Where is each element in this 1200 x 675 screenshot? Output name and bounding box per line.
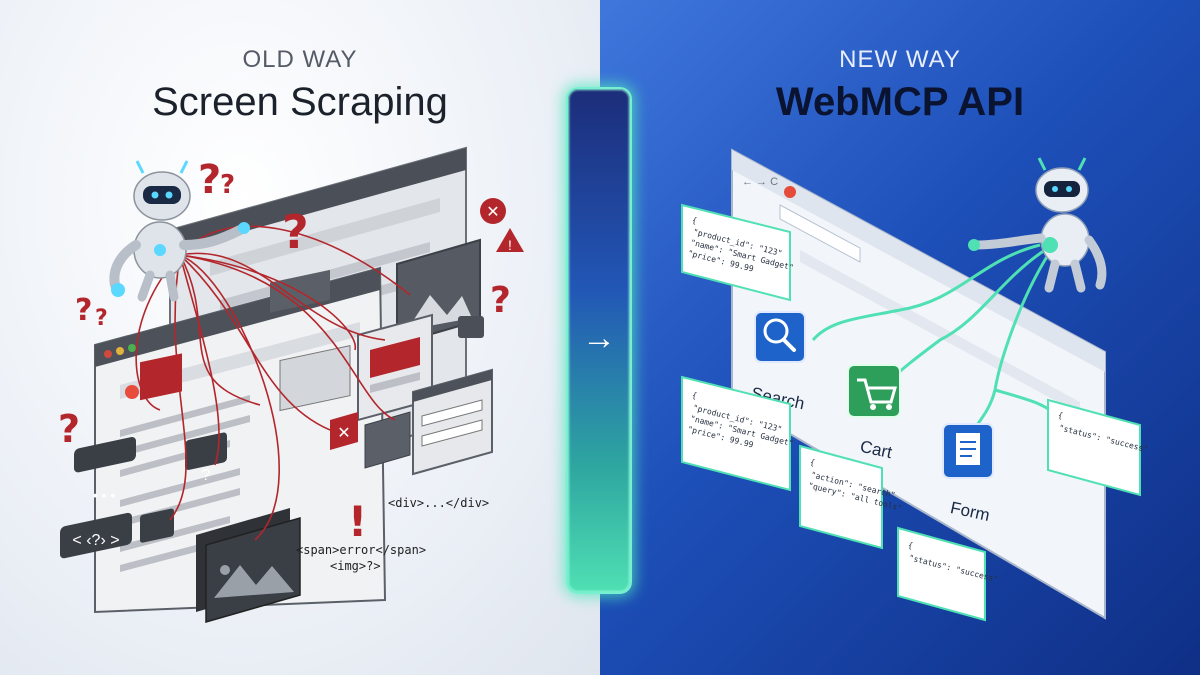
old-way-title: Screen Scraping	[152, 80, 448, 124]
json-card-product-bottom: { "product_id": "123" "name": "Smart Gad…	[681, 375, 794, 492]
bottom-image-panel	[196, 508, 301, 623]
json-line: {	[1057, 411, 1064, 421]
question-mark-icon: ?	[198, 157, 221, 203]
warning-triangle-icon	[496, 228, 524, 252]
question-mark-icon: ?	[58, 407, 80, 451]
div-snippet: <div>...</div>	[388, 496, 489, 510]
small-box-icon	[458, 316, 484, 338]
json-line: {	[907, 541, 914, 551]
webmcp-illustration: ← → C Search Cart Fo	[681, 148, 1149, 622]
small-error-window: ✕	[330, 411, 411, 469]
robot-scraper	[109, 160, 250, 302]
old-way-panel: OLD WAY Screen Scraping	[0, 0, 600, 675]
tangled-scrape-arrows	[135, 225, 411, 541]
new-way-panel: NEW WAY WebMCP API ← → C Search	[600, 0, 1200, 675]
new-way-title: WebMCP API	[775, 80, 1025, 124]
window-close-dot	[104, 350, 112, 358]
browser-logo-icon	[784, 186, 796, 198]
error-x-icon: ✕	[337, 425, 350, 442]
screen-scraping-illustration: ✕ • • • < ‹?› > ? ? ? ? ? ?	[58, 146, 524, 623]
json-card-status-right: { "status": "success"	[1047, 398, 1149, 497]
webmcp-browser-window: ← → C	[731, 148, 1106, 620]
question-mark-icon: ?	[490, 280, 511, 321]
magnifier-icon	[763, 318, 789, 344]
bubble-tag-text: < ‹?› >	[72, 532, 119, 549]
question-mark-icon: ?	[95, 306, 108, 331]
broken-element-red	[140, 353, 182, 401]
window-min-dot	[116, 347, 124, 355]
bubble-dots: • • •	[74, 437, 136, 503]
question-marks: ? ? ? ? ? ? ? !	[58, 157, 511, 546]
question-mark-icon: ?	[75, 293, 92, 328]
nav-arrows-icon: ← → C	[742, 176, 778, 188]
error-circle-x: ✕	[486, 204, 499, 221]
json-line: {	[809, 458, 816, 468]
json-card-product-top: { "product_id": "123" "name": "Smart Gad…	[681, 203, 795, 302]
error-circle-icon	[480, 198, 506, 224]
img-snippet: <img>?>	[330, 559, 381, 573]
cart-icon	[857, 378, 897, 404]
span-error-snippet: <span>error</span>	[296, 543, 426, 557]
json-line: {	[691, 216, 698, 226]
bubble-tag-question: < ‹?› >	[60, 512, 132, 559]
new-way-kicker: NEW WAY	[839, 46, 961, 73]
browser-logo-icon	[125, 385, 139, 399]
tool-form[interactable]: Form	[942, 423, 994, 525]
robot-agent	[968, 157, 1107, 293]
json-card-status-bottom: { "status": "success"	[897, 526, 999, 622]
transition-divider: →	[566, 87, 632, 594]
warning-mark: !	[508, 237, 512, 253]
floating-form-panel	[412, 368, 493, 476]
exclamation-icon: !	[348, 497, 367, 546]
bubble-question-text: ?	[202, 467, 211, 484]
old-way-kicker: OLD WAY	[242, 46, 358, 73]
question-mark-icon: ?	[220, 170, 235, 200]
right-arrow-icon: →	[582, 319, 616, 357]
bubble-dots-text: • • •	[93, 487, 116, 503]
film-icon	[140, 508, 174, 543]
window-max-dot	[128, 344, 136, 352]
json-line: {	[691, 391, 698, 401]
